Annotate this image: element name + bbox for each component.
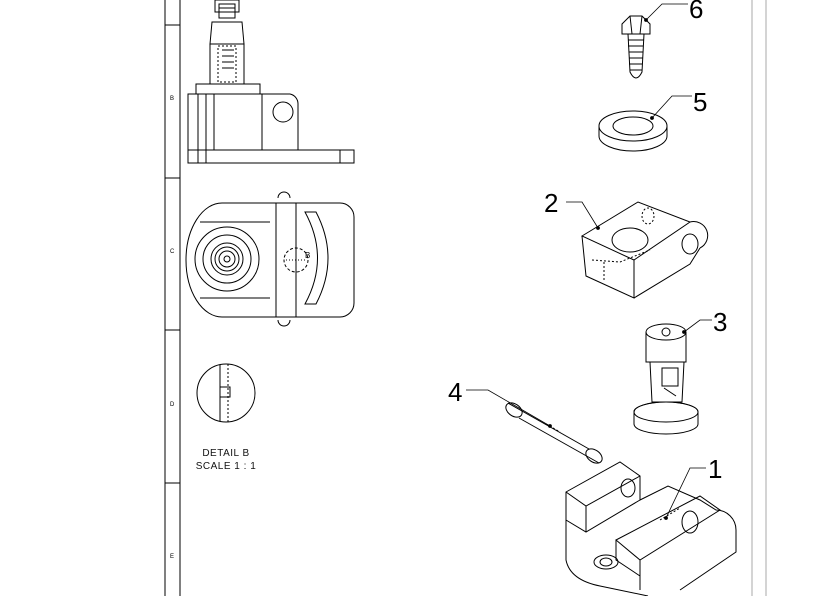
base-bracket-part [566, 462, 736, 596]
zone-letter-c: C [170, 249, 175, 255]
zone-letter-b: B [170, 96, 175, 102]
pin-housing-part [634, 324, 698, 434]
balloon-leaders [466, 4, 712, 520]
zone-letter-e: E [170, 554, 175, 560]
balloon-2: 2 [544, 188, 559, 218]
rod-part [503, 400, 605, 466]
washer-part [599, 111, 667, 151]
balloon-5: 5 [693, 87, 708, 117]
sheet-border [165, 0, 766, 596]
clamp-block-part [582, 202, 708, 298]
top-view [186, 192, 354, 326]
balloon-4: 4 [448, 377, 463, 407]
bolt-part [622, 16, 650, 78]
detail-scale: SCALE 1 : 1 [195, 461, 257, 472]
balloon-1: 1 [708, 454, 723, 484]
front-view [188, 0, 354, 163]
zone-letter-d: D [170, 402, 175, 408]
detail-title: DETAIL B [202, 448, 250, 459]
detail-b-view [197, 364, 255, 422]
detail-marker: B [305, 251, 311, 260]
balloon-3: 3 [713, 307, 728, 337]
detail-caption: DETAIL B SCALE 1 : 1 [188, 447, 264, 473]
balloon-6: 6 [689, 0, 704, 24]
